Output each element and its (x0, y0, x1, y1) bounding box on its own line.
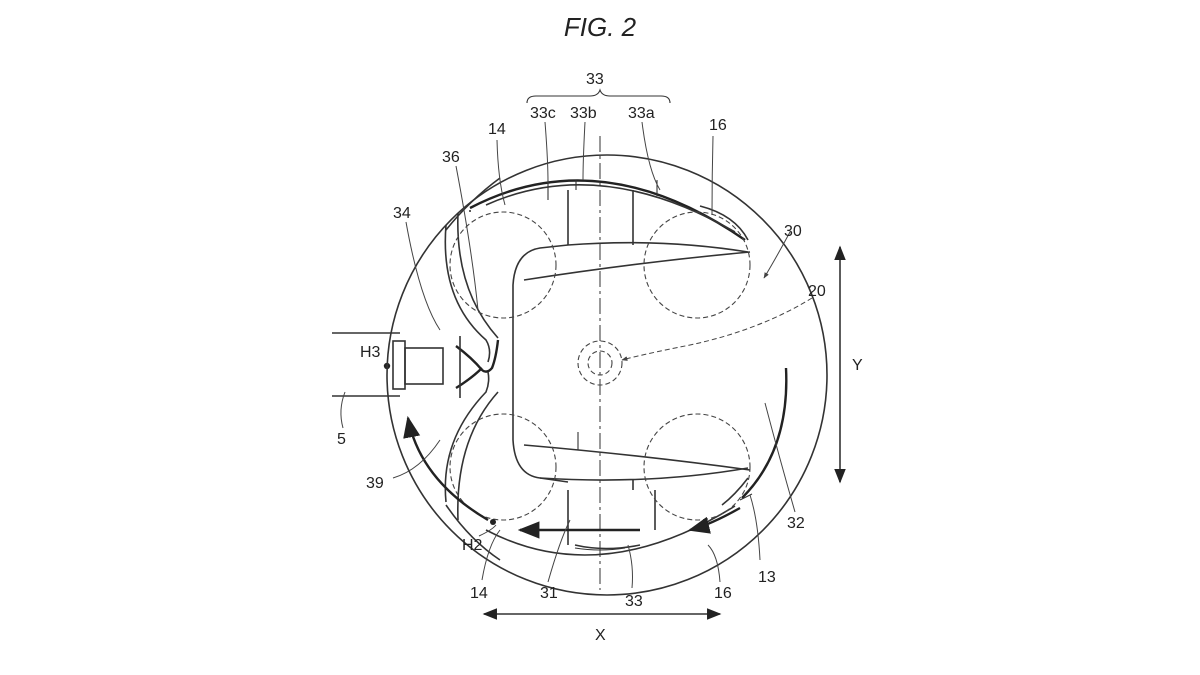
gear-14-top (449, 211, 557, 319)
label-14-bottom: 14 (470, 585, 488, 602)
label-31: 31 (540, 585, 558, 602)
gear-16-bottom (643, 413, 751, 521)
label-y: Y (852, 357, 863, 374)
label-33b: 33b (570, 105, 597, 122)
flow-arrow-right (687, 506, 741, 534)
label-33c: 33c (530, 105, 556, 122)
label-32: 32 (787, 515, 805, 532)
label-30: 30 (784, 223, 802, 240)
figure-title: FIG. 2 (563, 12, 637, 42)
point-h2 (490, 519, 496, 525)
label-14-top: 14 (488, 121, 506, 138)
flow-arrow-left (403, 415, 489, 522)
label-x: X (595, 627, 606, 644)
label-13: 13 (758, 569, 776, 586)
label-33-bottom: 33 (625, 593, 643, 610)
label-16-bottom: 16 (714, 585, 732, 602)
label-5: 5 (337, 431, 346, 448)
label-h2: H2 (462, 537, 483, 554)
label-16-top: 16 (709, 117, 727, 134)
label-33a: 33a (628, 105, 655, 122)
label-20: 20 (808, 283, 826, 300)
casing-13 (386, 154, 828, 596)
gear-14-bottom (449, 413, 557, 521)
bracket-33 (526, 88, 671, 104)
gear-16-top (643, 211, 751, 319)
shaft-20-inner (587, 350, 613, 376)
label-33-top: 33 (586, 71, 604, 88)
label-39: 39 (366, 475, 384, 492)
leader-lines (340, 121, 813, 589)
label-34: 34 (393, 205, 411, 222)
internal-structure (444, 177, 788, 561)
shaft-20-outer (577, 340, 623, 386)
label-h3: H3 (360, 344, 381, 361)
label-36: 36 (442, 149, 460, 166)
